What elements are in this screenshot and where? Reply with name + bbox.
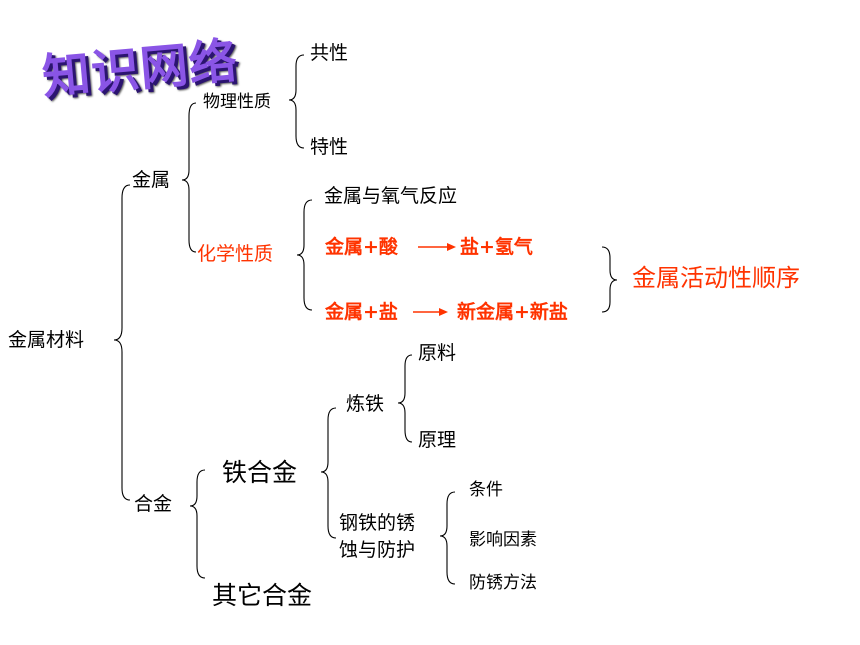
node-metal-materials: 金属材料 — [8, 329, 85, 351]
node-influencing-factors: 影响因素 — [469, 530, 537, 550]
node-corrosion-line1: 钢铁的锈 — [339, 512, 416, 534]
node-salt-hydrogen: 盐+氢气 — [460, 236, 533, 258]
node-rust-prevention: 防锈方法 — [469, 573, 537, 593]
node-new-metal-new-salt: 新金属+新盐 — [457, 301, 568, 323]
node-principle: 原理 — [418, 429, 457, 451]
node-metal: 金属 — [132, 169, 171, 191]
node-common-properties: 共性 — [310, 42, 349, 64]
node-chemical-properties: 化学性质 — [197, 243, 274, 265]
brace-metal — [181, 102, 197, 253]
node-special-properties: 特性 — [310, 136, 349, 158]
node-activity-series: 金属活动性顺序 — [632, 264, 800, 292]
node-corrosion-line2: 蚀与防护 — [339, 539, 416, 561]
node-metal-acid: 金属+酸 — [325, 236, 398, 258]
node-alloy: 合金 — [134, 493, 173, 515]
node-other-alloy: 其它合金 — [212, 581, 313, 610]
node-conditions: 条件 — [469, 480, 503, 500]
node-physical-properties: 物理性质 — [203, 92, 271, 112]
brace-alloy — [189, 469, 206, 579]
brace-activity — [601, 246, 618, 313]
node-metal-salt: 金属+盐 — [325, 301, 398, 323]
brace-smelting — [397, 354, 413, 443]
brace-chemical — [296, 199, 313, 311]
node-iron-alloy: 铁合金 — [222, 458, 298, 487]
node-raw-materials: 原料 — [418, 342, 457, 364]
node-metal-oxygen-reaction: 金属与氧气反应 — [324, 185, 458, 207]
brace-corrosion — [439, 491, 456, 585]
arrow-acid-head — [447, 243, 456, 251]
arrow-salt-head — [439, 308, 448, 316]
node-iron-smelting: 炼铁 — [346, 393, 385, 415]
brace-root — [113, 184, 131, 501]
brace-iron-alloy — [320, 407, 337, 539]
brace-physical — [288, 54, 305, 149]
